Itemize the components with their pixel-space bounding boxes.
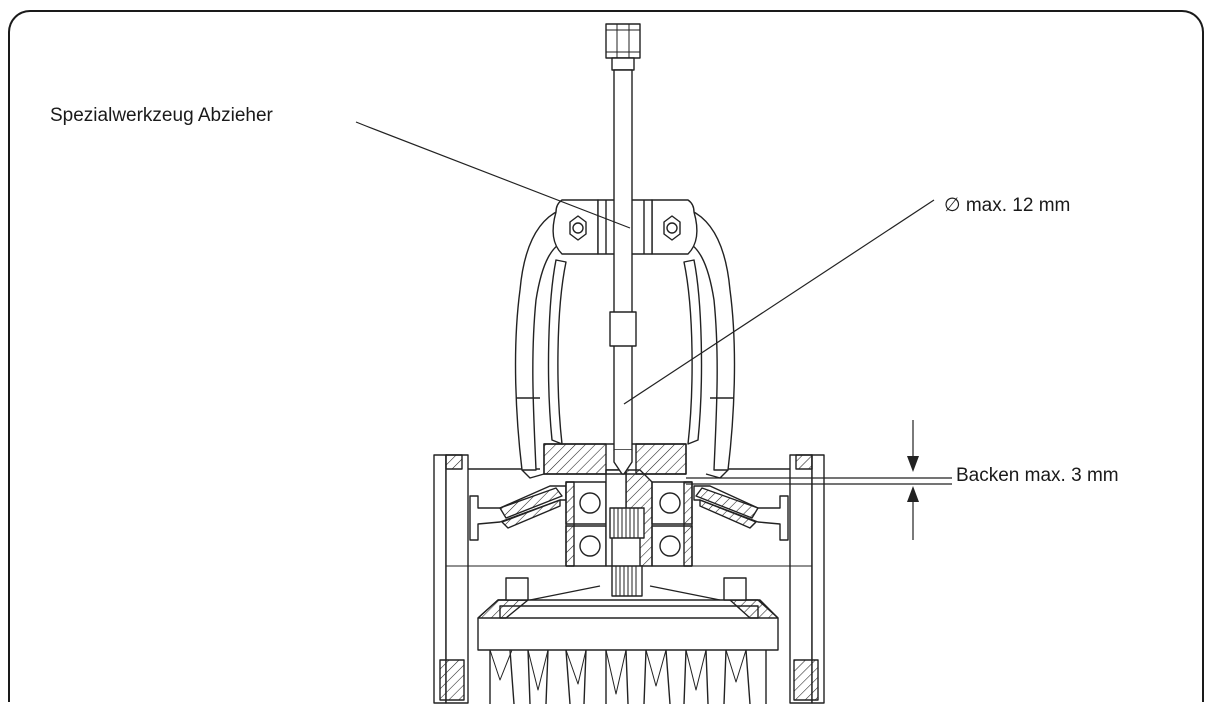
puller-arms bbox=[514, 209, 736, 479]
drawing bbox=[433, 23, 825, 704]
vanes bbox=[469, 485, 789, 541]
arrow-up bbox=[907, 486, 919, 502]
label-diameter-max: ∅ max. 12 mm bbox=[944, 195, 1071, 216]
puller-plate bbox=[543, 443, 687, 475]
figure-frame bbox=[8, 10, 1204, 702]
housing bbox=[433, 454, 825, 704]
rotor bbox=[477, 577, 779, 704]
annotations bbox=[355, 121, 952, 540]
label-special-tool: Spezialwerkzeug Abzieher bbox=[50, 105, 273, 126]
leader-diameter bbox=[623, 199, 935, 405]
spindle bbox=[605, 23, 641, 475]
hub bbox=[605, 469, 653, 597]
label-jaws-max: Backen max. 3 mm bbox=[956, 465, 1119, 486]
bearings bbox=[565, 481, 693, 567]
leader-tool bbox=[355, 121, 631, 229]
arrow-down bbox=[907, 456, 919, 472]
